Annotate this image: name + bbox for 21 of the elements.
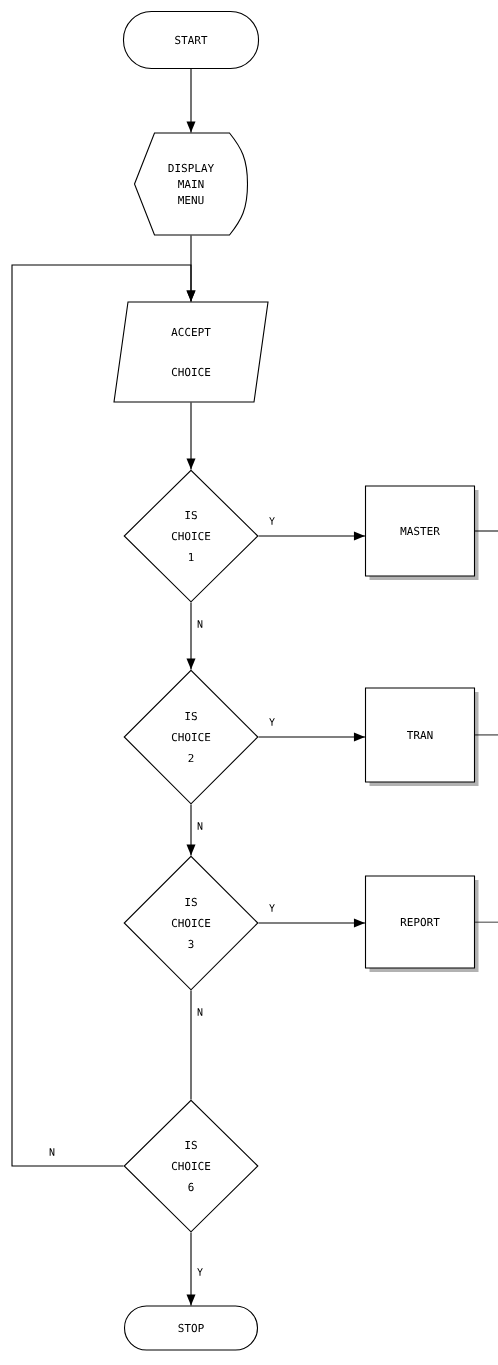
arrow [11,264,196,1167]
arrow [186,602,196,670]
process-box: TRAN [364,687,479,786]
edge-label: Y [268,717,276,727]
arrow [258,531,366,541]
edge-label: N [196,619,204,629]
edge-label: N [196,1007,204,1017]
edge-label: N [48,1147,56,1157]
process-box: REPORT [364,875,479,972]
arrow [186,1232,196,1306]
edge-label: Y [268,903,276,913]
arrow [186,804,196,856]
arrow [258,732,366,742]
edge-label: Y [196,1267,204,1277]
input-parallelogram: ACCEPT CHOICE [113,301,269,403]
arrow [186,68,196,133]
arrow [186,402,196,470]
arrow [258,918,366,928]
process-box: MASTER [364,485,479,580]
edge-label: N [196,821,204,831]
edge-label: Y [268,516,276,526]
